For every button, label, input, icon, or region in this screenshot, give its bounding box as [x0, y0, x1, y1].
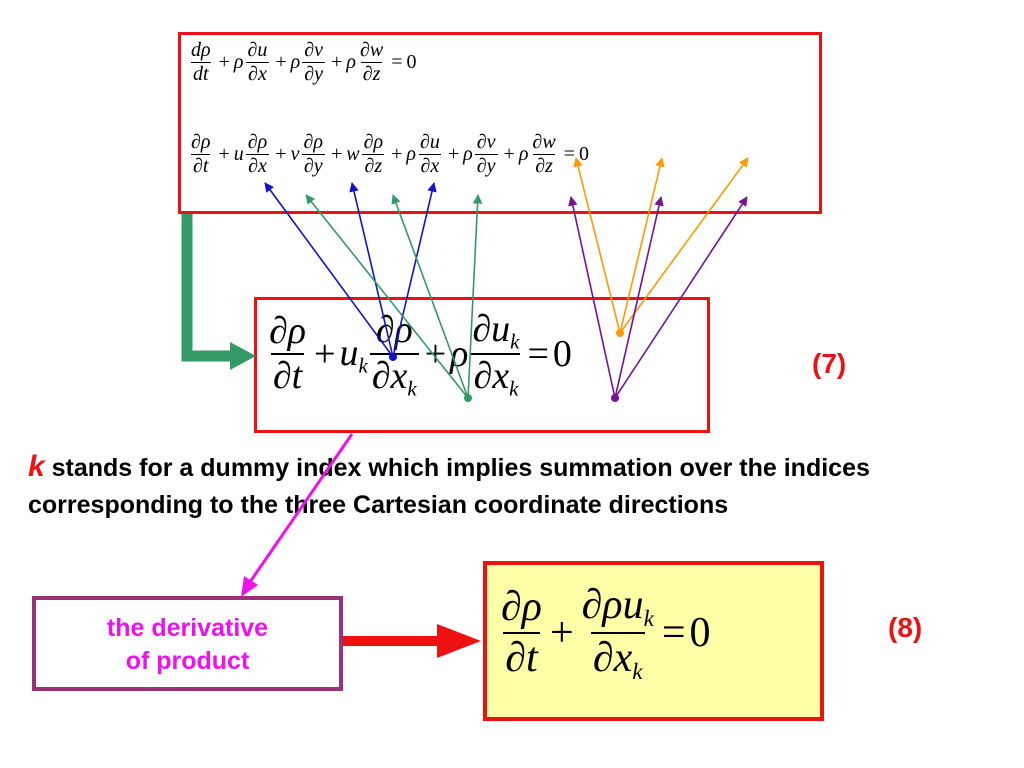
link-uk-to-u — [264, 182, 394, 358]
fraction-dv-dy: ∂v ∂y — [474, 131, 498, 177]
product-label-line2: of product — [125, 647, 250, 675]
red-arrow — [343, 624, 481, 658]
index-k-symbol: k — [28, 450, 45, 483]
fraction-drho-dt: ∂ρ ∂t — [191, 131, 211, 177]
xk-dot-1 — [464, 394, 472, 402]
equation-8: ∂ρ ∂t + ∂ρuk ∂xk = 0 — [501, 582, 711, 684]
equation-number-7: (7) — [812, 348, 847, 379]
dummy-index-explanation: k stands for a dummy index which implies… — [28, 448, 1008, 524]
fraction-dw-dz: ∂w ∂z — [359, 39, 384, 85]
link-dxk-to-dz — [614, 196, 748, 399]
fraction-drho-dt: ∂ρ ∂t — [501, 584, 542, 681]
total-derivative-continuity-equation: dρ dt + ρ ∂u ∂x + ρ ∂v ∂y + ρ ∂w ∂z = 0 — [191, 39, 417, 85]
link-uk-to-w — [392, 182, 437, 358]
fraction-duk-dxk: ∂uk ∂xk — [471, 308, 521, 401]
fraction-du-dx: ∂u ∂x — [246, 39, 269, 85]
product-label-line1: the derivative — [106, 614, 269, 642]
link-duk-to-dw — [619, 157, 749, 334]
link-dxk-to-dx — [568, 196, 616, 399]
equation-7: ∂ρ ∂t + uk ∂ρ ∂xk + ρ ∂uk ∂xk = 0 — [269, 308, 572, 401]
uk-dot — [389, 353, 397, 361]
conservative-form-equation-box: ∂ρ ∂t + ∂ρuk ∂xk = 0 — [483, 561, 824, 721]
fraction-dv-dy: ∂v ∂y — [302, 39, 326, 85]
link-xk-to-dx — [305, 194, 469, 399]
xk-dot-2 — [611, 394, 619, 402]
fraction-drhouk-dxk: ∂ρuk ∂xk — [581, 582, 654, 684]
orange-link-lines — [573, 157, 749, 334]
blue-link-lines — [264, 182, 437, 358]
link-dxk-to-dy — [614, 196, 664, 399]
link-xk-to-dy — [391, 194, 469, 399]
duk-dot — [616, 329, 624, 337]
link-duk-to-du — [573, 157, 621, 334]
partial-derivative-continuity-equation: ∂ρ ∂t + u ∂ρ ∂x + v ∂ρ ∂y + w ∂ρ ∂z + ρ … — [191, 131, 589, 177]
magenta-arrow — [241, 433, 354, 597]
derivative-of-product-box: the derivative of product — [32, 596, 343, 691]
fraction-drho-dt: ∂ρ ∂t — [269, 309, 307, 398]
teal-link-lines — [305, 194, 483, 399]
link-xk-to-dz — [467, 194, 483, 399]
equation-number-8: (8) — [888, 612, 923, 643]
explanation-text: stands for a dummy index which implies s… — [28, 454, 870, 519]
fraction-dw-dz: ∂w ∂z — [532, 131, 556, 177]
continuity-equation-expanded-box: dρ dt + ρ ∂u ∂x + ρ ∂v ∂y + ρ ∂w ∂z = 0 … — [178, 32, 822, 214]
fraction-du-dx: ∂u ∂x — [418, 131, 442, 177]
index-notation-equation-box: ∂ρ ∂t + uk ∂ρ ∂xk + ρ ∂uk ∂xk = 0 — [254, 297, 710, 433]
fraction-drho-dz: ∂ρ ∂z — [362, 131, 385, 177]
green-flow-arrow — [181, 214, 256, 370]
fraction-drho-dxk: ∂ρ ∂xk — [369, 308, 419, 400]
purple-link-lines — [568, 196, 748, 399]
link-uk-to-v — [349, 182, 394, 358]
fraction-drho-dy: ∂ρ ∂y — [301, 131, 325, 177]
link-duk-to-dv — [619, 157, 665, 334]
fraction-drho-dx: ∂ρ ∂x — [246, 131, 269, 177]
fraction-drho-dt: dρ dt — [191, 39, 211, 85]
